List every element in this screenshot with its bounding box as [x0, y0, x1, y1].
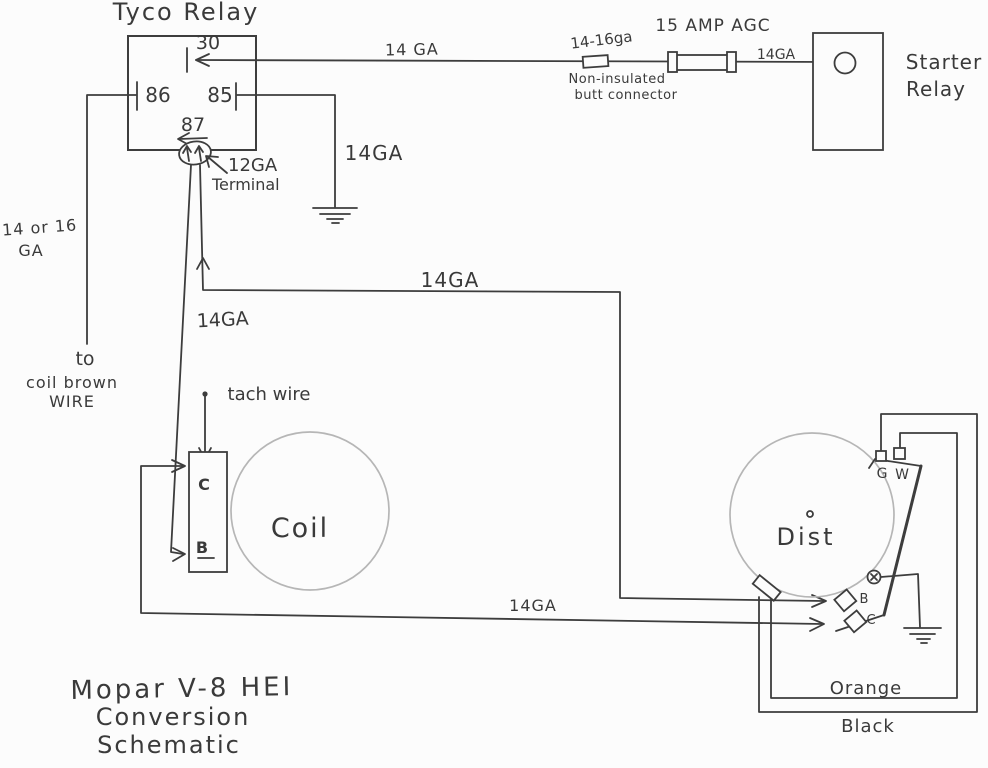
wire-layer [86, 53, 978, 713]
dist-g-label: G [877, 466, 888, 482]
component-layer [127, 32, 923, 634]
terminal-86-label: 86 [145, 83, 170, 107]
wire-label-ground: 14GA [345, 141, 404, 165]
fuse-cap-right [726, 51, 737, 73]
dist-label: Dist [776, 523, 835, 551]
wire-starter-to-30 [195, 59, 837, 63]
wire-label-bottom: 14GA [509, 596, 557, 615]
terminal-30-label: 30 [196, 32, 220, 54]
wire-dest-label-3: WIRE [49, 392, 95, 411]
butt-connector-note-2: butt connector [575, 88, 678, 103]
arrowhead-up-mid-icon [196, 257, 210, 270]
module-top-edge [868, 458, 922, 469]
butt-connector-gauge: 14-16ga [569, 27, 633, 52]
terminal-85-label: 85 [207, 83, 232, 107]
dist-c-label: C [866, 613, 875, 628]
title-line-3: Schematic [97, 731, 241, 759]
dist-pickup-connector [751, 573, 782, 602]
starter-relay-label-1: Starter [906, 50, 982, 74]
wire-black-loop [758, 413, 978, 713]
wire-coil-c-to-dist-c [140, 465, 823, 625]
wire-86-to-coil-brown [86, 94, 137, 345]
wire-label-top: 14 GA [385, 40, 439, 60]
orange-wire-label: Orange [830, 678, 903, 699]
fuse-label: 15 AMP AGC [655, 16, 770, 36]
ring-arrow-left-icon [182, 145, 192, 162]
note-terminal-label: Terminal [211, 175, 280, 194]
note-12ga-pointer [207, 156, 228, 174]
wire-orange-loop [770, 432, 958, 699]
arrowhead-into-coil-c-icon [171, 459, 186, 473]
ground-symbol-85-icon [312, 207, 358, 224]
screw-cross-icon [870, 573, 878, 581]
starter-relay-terminal [833, 51, 857, 75]
butt-connector-note-1: Non-insulated [569, 72, 666, 87]
tyco-relay-label: Tyco Relay [112, 0, 260, 26]
coil-b-label: B [196, 538, 208, 557]
title-line-1: Mopar V-8 HEI [70, 672, 293, 706]
butt-connector-body [581, 54, 610, 69]
title-line-2: Conversion [96, 703, 251, 731]
fuse-body [673, 54, 731, 71]
ground-symbol-dist-icon [903, 627, 942, 644]
wire-dest-label-2: coil brown [26, 373, 118, 392]
arrowhead-into-dist-c-icon [809, 617, 825, 632]
wire-label-left-2: GA [18, 241, 43, 260]
coil-body [230, 431, 390, 591]
starter-relay-label-2: Relay [906, 77, 966, 101]
wire-label-mid: 14GA [421, 268, 480, 292]
dist-w-terminal [893, 447, 906, 460]
wire-label-slant: 14GA [196, 308, 249, 333]
terminal-87-arrow [178, 137, 208, 140]
tach-wire-end-dot [202, 391, 208, 397]
dist-body [729, 432, 895, 598]
dist-center-dot [806, 510, 814, 518]
wire-label-left-1: 14 or 16 [1, 215, 77, 239]
black-wire-label: Black [841, 716, 895, 737]
arrowhead-into-coil-b-icon [172, 547, 186, 562]
arrowhead-87-icon [177, 132, 190, 146]
note-12ga-label: 12GA [228, 155, 278, 176]
dist-w-label: W [895, 467, 909, 483]
arrowhead-into-30-icon [195, 53, 210, 67]
wire-85-to-ground [236, 94, 336, 208]
coil-terminal-strip [188, 451, 228, 573]
dist-b-terminal [833, 588, 858, 613]
module-right-edge [882, 464, 923, 617]
wire-87-to-coil-b [170, 164, 192, 555]
coil-label: Coil [271, 513, 329, 544]
wire-dest-label-1: to [75, 348, 94, 370]
dist-b-label: B [860, 592, 869, 607]
dist-c-terminal [843, 609, 868, 634]
arrowhead-12ga-icon [205, 155, 219, 168]
tach-wire-label: tach wire [228, 384, 311, 405]
fuse-wire-gauge: 14GA [757, 47, 796, 63]
ring-arrow-right-icon [194, 145, 204, 162]
dist-g-terminal [875, 450, 887, 462]
terminal-87-label: 87 [181, 114, 205, 136]
coil-c-label: C [198, 475, 210, 494]
fuse-cap-left [667, 51, 678, 73]
wire-87-to-dist-b [199, 164, 825, 602]
starter-relay-box [812, 32, 884, 151]
